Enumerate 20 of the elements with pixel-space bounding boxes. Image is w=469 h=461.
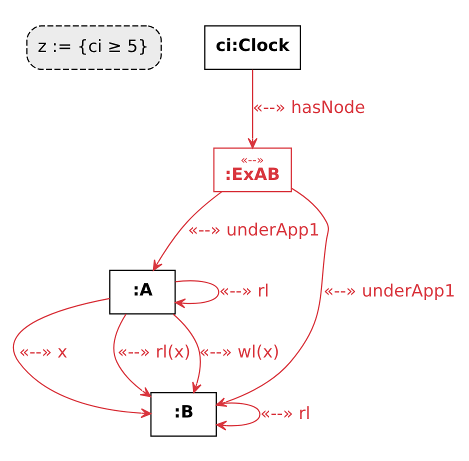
- arrow: [174, 280, 220, 308]
- arrow: [152, 190, 222, 270]
- edge-label: «--» rl(x): [117, 341, 191, 362]
- node-box: :B: [150, 391, 217, 436]
- node-box: ci:Clock: [204, 24, 302, 70]
- arrow: [248, 69, 258, 148]
- edge-label: «--» underApp1: [188, 218, 320, 239]
- edge-label: «--» underApp1: [323, 280, 456, 300]
- node-box: :A: [109, 269, 176, 314]
- edge-label: «--» wl(x): [199, 341, 280, 362]
- node-box: z := {ci ≥ 5}: [26, 24, 162, 70]
- edge-label: «--» rl: [219, 280, 270, 300]
- edge-label: «--» rl: [260, 402, 310, 422]
- node-box: «--» :ExAB: [213, 146, 292, 192]
- arrow: [113, 313, 152, 397]
- arrow: [172, 313, 202, 393]
- edge-label: «--» hasNode: [252, 96, 366, 117]
- arrow: [12, 297, 152, 418]
- edge-label: «--» x: [19, 341, 68, 362]
- arrow: [216, 402, 260, 430]
